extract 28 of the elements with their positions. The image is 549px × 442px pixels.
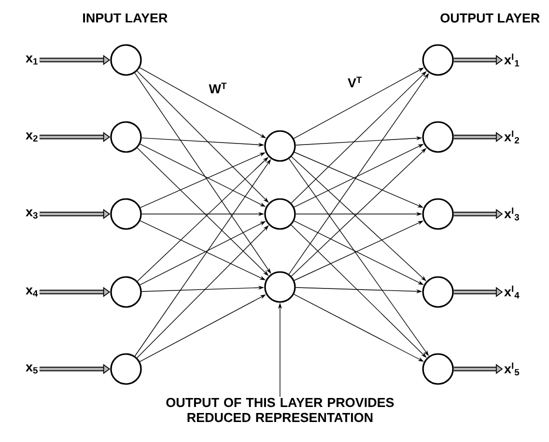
neuron-circle [110, 44, 142, 76]
neuron-circle [110, 276, 142, 308]
weight-label: V$^{T}$ [348, 76, 362, 88]
variable-label: x$_{1}$ [26, 56, 38, 64]
neuron-circle [422, 353, 454, 385]
variable-label: x$_{4}$ [26, 288, 38, 296]
neuron-circle [264, 198, 296, 230]
neuron-circle [264, 130, 296, 162]
neuron-circle [422, 198, 454, 230]
weight-label: W$^{T}$ [208, 82, 227, 94]
variable-label: x$^{I}$2 [504, 130, 520, 144]
neuron-circle [264, 271, 296, 303]
variable-label: x$_{5}$ [26, 364, 38, 374]
neuron-circle [422, 44, 454, 76]
neuron-circle [110, 121, 142, 153]
variable-label: x$_{3}$ [26, 209, 38, 219]
variable-label: x$_{2}$ [26, 132, 38, 142]
caption-text: OUTPUT OF THIS LAYER PROVIDES REDUCED REPRESENTATION [166, 398, 394, 422]
neuron-circle [422, 276, 454, 308]
variable-label: x$^{I}$4 [504, 286, 520, 298]
neuron-circle [422, 121, 454, 153]
neuron-circle [110, 353, 142, 385]
layer-heading: OUTPUT LAYER [440, 13, 540, 23]
layer-heading: INPUT LAYER [83, 13, 168, 23]
variable-label: x$^{I}$3 [504, 208, 520, 220]
neuron-circle [110, 198, 142, 230]
variable-label: x$^{I}$1 [504, 54, 520, 66]
variable-label: x$^{I}$5 [504, 362, 520, 376]
